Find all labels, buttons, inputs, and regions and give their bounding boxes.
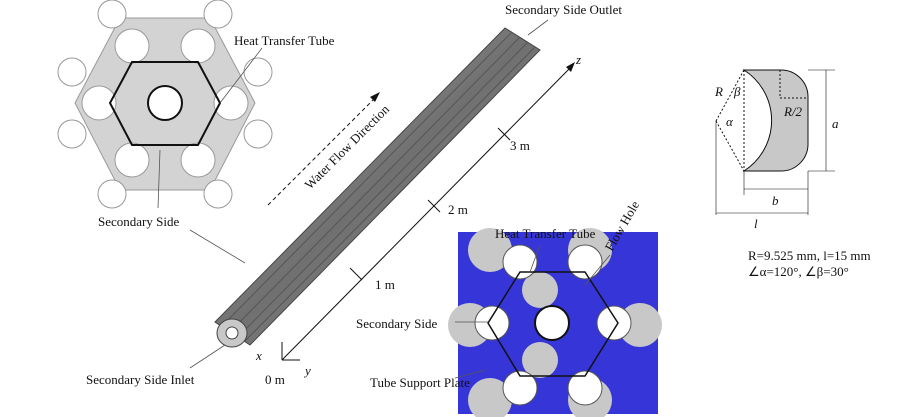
secondary-side-cross-section: Heat Transfer Tube Secondary Side — [57, 0, 335, 229]
label-a: a — [832, 116, 839, 131]
tube-support-plate — [448, 228, 662, 417]
label-R: R — [714, 84, 723, 99]
tick-2m: 2 m — [448, 202, 468, 217]
flow-hole-geometry: R β α R/2 a b l R=9.525 mm, l=15 mm ∠α=1… — [714, 69, 871, 279]
z-axis: z x y 0 m 1 m 2 m 3 m — [255, 52, 581, 387]
label-b: b — [772, 193, 779, 208]
flow-direction-arrow — [267, 97, 376, 206]
label-tube-support-plate: Tube Support Plate — [370, 375, 470, 390]
label-l: l — [754, 216, 758, 231]
tick-1m: 1 m — [375, 277, 395, 292]
heat-transfer-tube — [147, 85, 183, 121]
params-line-1: R=9.525 mm, l=15 mm — [748, 248, 871, 263]
tick-0m: 0 m — [265, 372, 285, 387]
label-beta: β — [733, 84, 741, 99]
axis-z-label: z — [575, 52, 581, 67]
label-secondary-side-inlet: Secondary Side Inlet — [86, 372, 195, 387]
label-secondary-side-bottom: Secondary Side — [356, 316, 437, 331]
params-line-2: ∠α=120°, ∠β=30° — [748, 264, 849, 279]
rod-bundle — [189, 19, 549, 369]
label-secondary-side-outlet: Secondary Side Outlet — [505, 2, 622, 17]
label-heat-transfer-tube-top: Heat Transfer Tube — [234, 33, 335, 48]
axis-y-label: y — [303, 363, 311, 378]
label-heat-transfer-tube-bottom: Heat Transfer Tube — [495, 226, 596, 241]
label-secondary-side-top: Secondary Side — [98, 214, 179, 229]
label-alpha: α — [726, 114, 734, 129]
hexagon-unit-cell — [108, 61, 222, 146]
axis-x-label: x — [255, 348, 262, 363]
label-R-half: R/2 — [783, 104, 803, 119]
tick-3m: 3 m — [510, 138, 530, 153]
